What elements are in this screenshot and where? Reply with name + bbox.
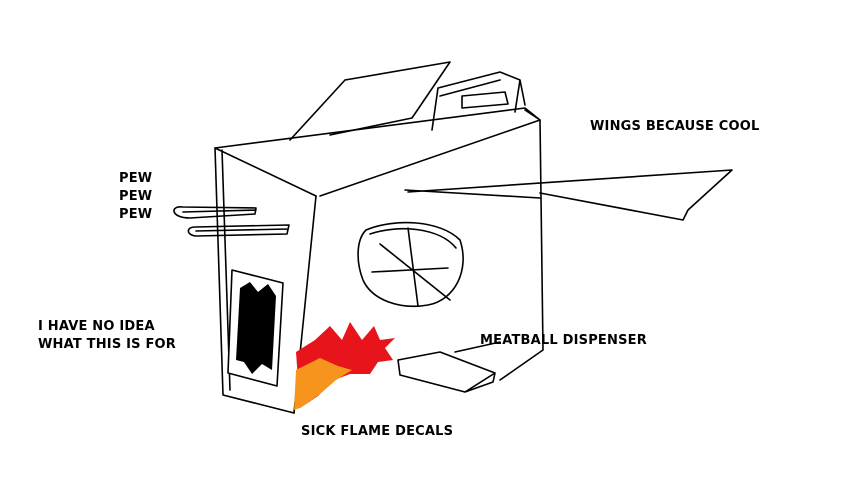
vent	[227, 269, 284, 387]
gun-bottom	[187, 224, 290, 237]
label-no-idea-line: I HAVE NO IDEA	[38, 319, 155, 334]
meatball-leader	[454, 341, 501, 353]
label-pew: PEW PEW PEW	[119, 170, 152, 224]
gun-top	[173, 206, 257, 219]
label-meatball-dispenser: MEATBALL DISPENSER	[480, 333, 647, 348]
label-pew-line: PEW	[119, 189, 153, 204]
label-wings: WINGS BECAUSE COOL	[590, 119, 760, 134]
label-no-idea-line: WHAT THIS IS FOR	[38, 337, 177, 352]
flame-decals	[294, 322, 395, 410]
label-pew-line: PEW	[119, 207, 153, 222]
top-face	[214, 107, 541, 197]
top-fin	[431, 71, 526, 131]
label-pew-line: PEW	[119, 171, 153, 186]
label-flame-decals: SICK FLAME DECALS	[301, 424, 454, 439]
label-no-idea: I HAVE NO IDEA WHAT THIS IS FOR	[38, 318, 176, 354]
meatball-dispenser-tray	[397, 351, 496, 393]
right-wing	[404, 169, 733, 221]
porthole	[357, 221, 464, 307]
